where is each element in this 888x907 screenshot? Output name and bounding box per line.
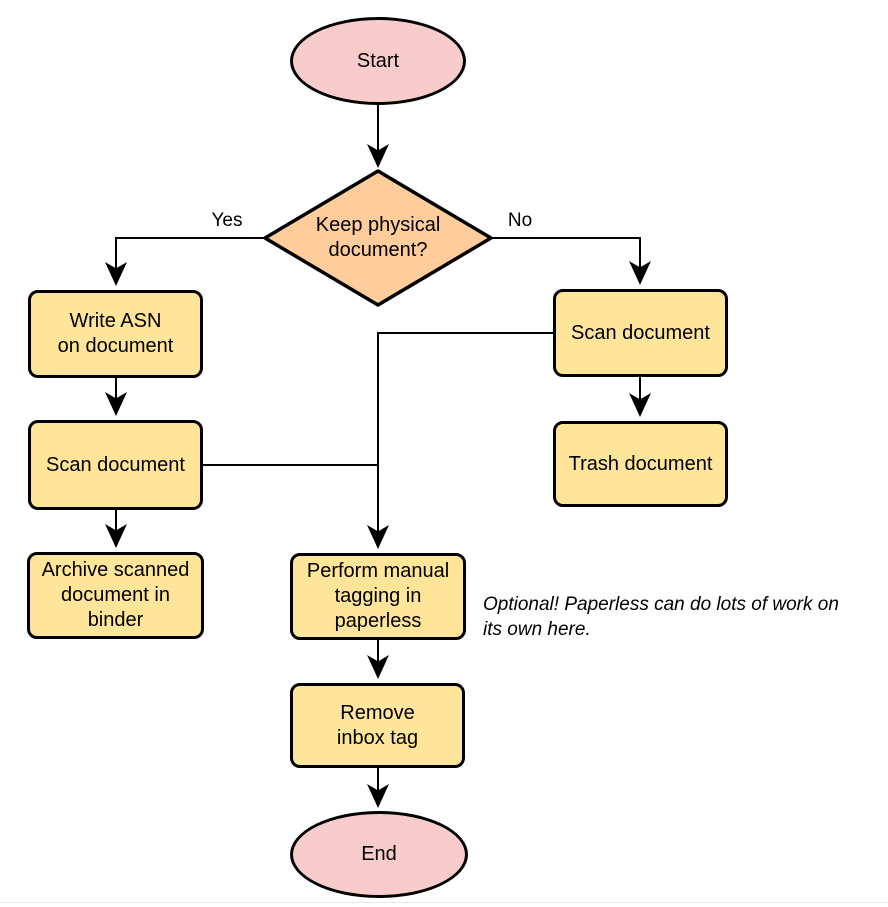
node-write-asn: Write ASN on document [28,290,203,378]
edge-decision-no-to-scan-right [490,237,651,285]
node-start-label: Start [356,49,400,72]
node-remove-inbox-tag-label: Remove inbox tag [336,701,419,749]
node-decision: Keep physical document? [278,198,478,278]
node-trash-document-label: Trash document [568,452,713,475]
node-archive-in-binder-label: Archive scanned document in binder [41,559,190,631]
node-archive-in-binder: Archive scanned document in binder [27,552,204,639]
node-end-label: End [361,843,397,865]
node-scan-document-right: Scan document [553,289,728,377]
node-remove-inbox-tag: Remove inbox tag [290,683,465,768]
node-trash-document: Trash document [553,421,728,507]
edge-label-no: No [507,210,533,231]
node-end: End [290,811,468,898]
annotation-optional-note: Optional! Paperless can do lots of work … [483,594,839,640]
node-scan-document-left-label: Scan document [46,453,185,476]
node-write-asn-label: Write ASN on document [57,310,174,357]
node-manual-tagging-label: Perform manual tagging in paperless [306,560,450,632]
edge-decision-yes-to-write-asn [105,237,265,286]
node-start: Start [290,17,466,105]
edge-label-yes: Yes [211,210,243,231]
decision-diamond-shape [263,169,493,307]
node-scan-document-left: Scan document [28,420,203,510]
node-manual-tagging: Perform manual tagging in paperless [290,553,466,640]
node-scan-document-right-label: Scan document [571,321,710,344]
page-bottom-divider [0,902,888,903]
edge-scan-right-to-tagging [367,332,553,549]
node-decision-label: Keep physical document? [315,214,441,261]
